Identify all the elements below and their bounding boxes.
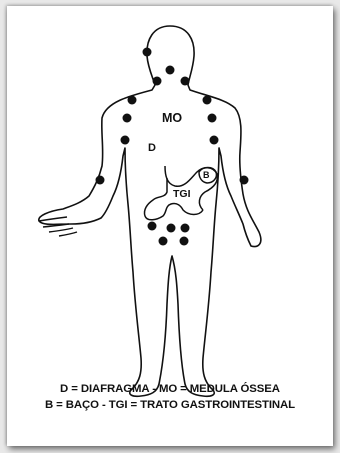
label-tgi: TGI	[173, 188, 191, 200]
marker-dot	[181, 224, 190, 233]
marker-dot	[159, 237, 168, 246]
marker-dots	[96, 48, 249, 246]
marker-dot	[123, 114, 132, 123]
marker-dot	[210, 136, 219, 145]
marker-dot	[181, 77, 190, 86]
marker-dot	[148, 222, 157, 231]
marker-dot	[203, 96, 212, 105]
body-outline	[39, 26, 261, 396]
marker-dot	[240, 176, 249, 185]
figure-frame: MO D B TGI D = DIAFRAGMA - MO = MEDULA Ó…	[7, 6, 333, 446]
marker-dot	[167, 224, 176, 233]
human-body-diagram: MO D B TGI	[7, 6, 333, 446]
hand-fingers	[39, 217, 77, 236]
marker-dot	[128, 96, 137, 105]
label-b: B	[203, 170, 210, 180]
label-d: D	[148, 142, 156, 154]
marker-dot	[143, 48, 152, 57]
marker-dot	[166, 66, 175, 75]
marker-dot	[180, 237, 189, 246]
legend-line-2: B = BAÇO - TGI = TRATO GASTROINTESTINAL	[7, 399, 333, 411]
marker-dot	[153, 77, 162, 86]
legend-line-1: D = DIAFRAGMA - MO = MEDULA ÓSSEA	[7, 383, 333, 395]
marker-dot	[96, 176, 105, 185]
label-mo: MO	[162, 111, 182, 125]
marker-dot	[121, 136, 130, 145]
marker-dot	[208, 114, 217, 123]
